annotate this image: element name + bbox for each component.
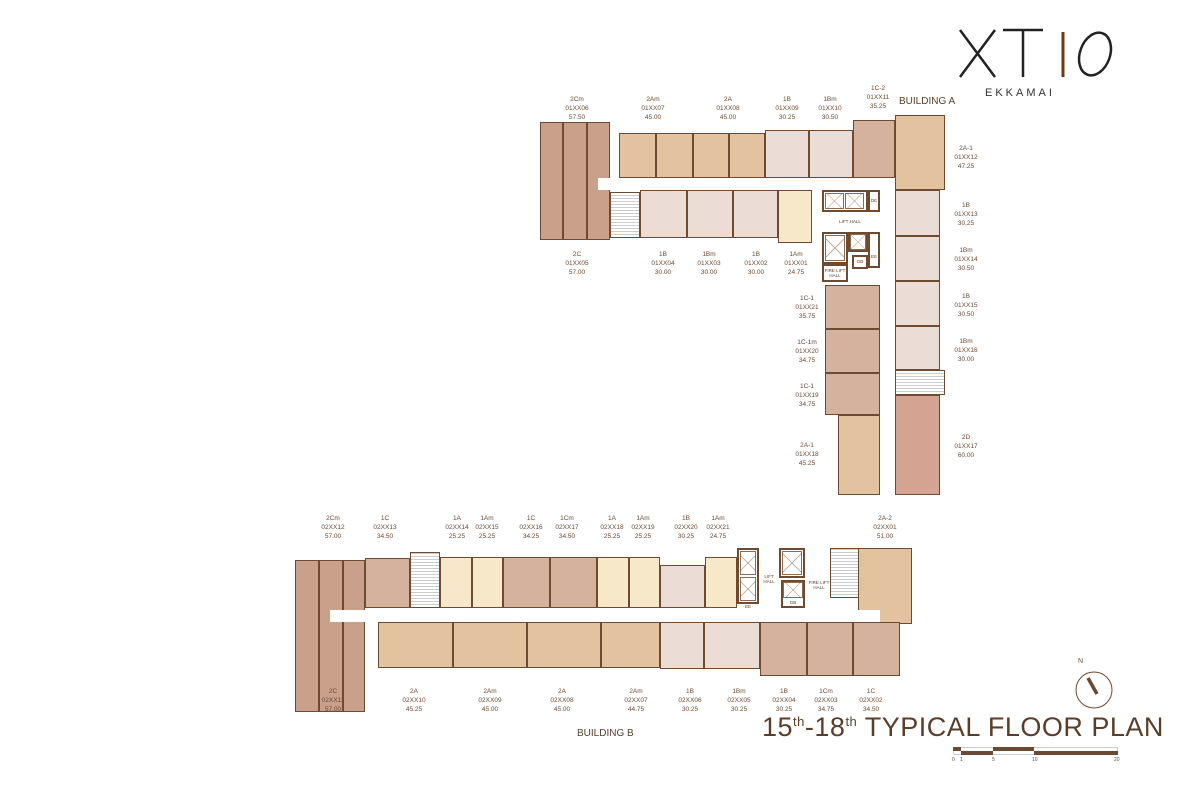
de-room: DE	[870, 198, 878, 203]
scale-tick: 10	[1032, 757, 1038, 763]
scale-tick: 5	[992, 757, 995, 763]
title-to-sup: th	[845, 714, 858, 729]
scale-tick: 1	[960, 757, 963, 763]
lift-hall-label: LIFT HALL	[763, 574, 775, 584]
compass-icon	[1075, 671, 1113, 709]
scale-bar: 0 1 5 10 20	[952, 747, 1120, 767]
title-from: 15	[762, 712, 794, 742]
logo-mark	[958, 28, 1113, 78]
ee-room: EE	[870, 254, 877, 259]
lift-hall-label: LIFT HALL	[839, 219, 861, 224]
ee-room: EE	[744, 604, 751, 609]
building-a-label: BUILDING A	[899, 96, 956, 107]
logo-subtitle: EKKAMAI	[985, 87, 1055, 99]
building-b-label: BUILDING B	[577, 728, 634, 739]
north-compass: N	[1072, 658, 1118, 709]
fire-lift-hall-label: FIRE LIFT HALL	[824, 268, 846, 278]
scale-tick: 0	[952, 757, 955, 763]
title-text: TYPICAL FLOOR PLAN	[864, 712, 1164, 742]
scale-tick: 20	[1114, 757, 1120, 763]
title-dash: -	[804, 712, 815, 742]
fire-lift-hall-label: FIRE LIFT HALL	[808, 580, 830, 590]
logo: EKKAMAI	[955, 22, 1125, 102]
north-label: N	[1078, 658, 1084, 665]
gb-room: GB	[789, 600, 797, 605]
page-title: 15th-18th TYPICAL FLOOR PLAN	[762, 712, 1164, 743]
title-from-sup: th	[793, 714, 805, 729]
gb-room: GB	[856, 259, 864, 264]
title-to: 18	[814, 712, 846, 742]
